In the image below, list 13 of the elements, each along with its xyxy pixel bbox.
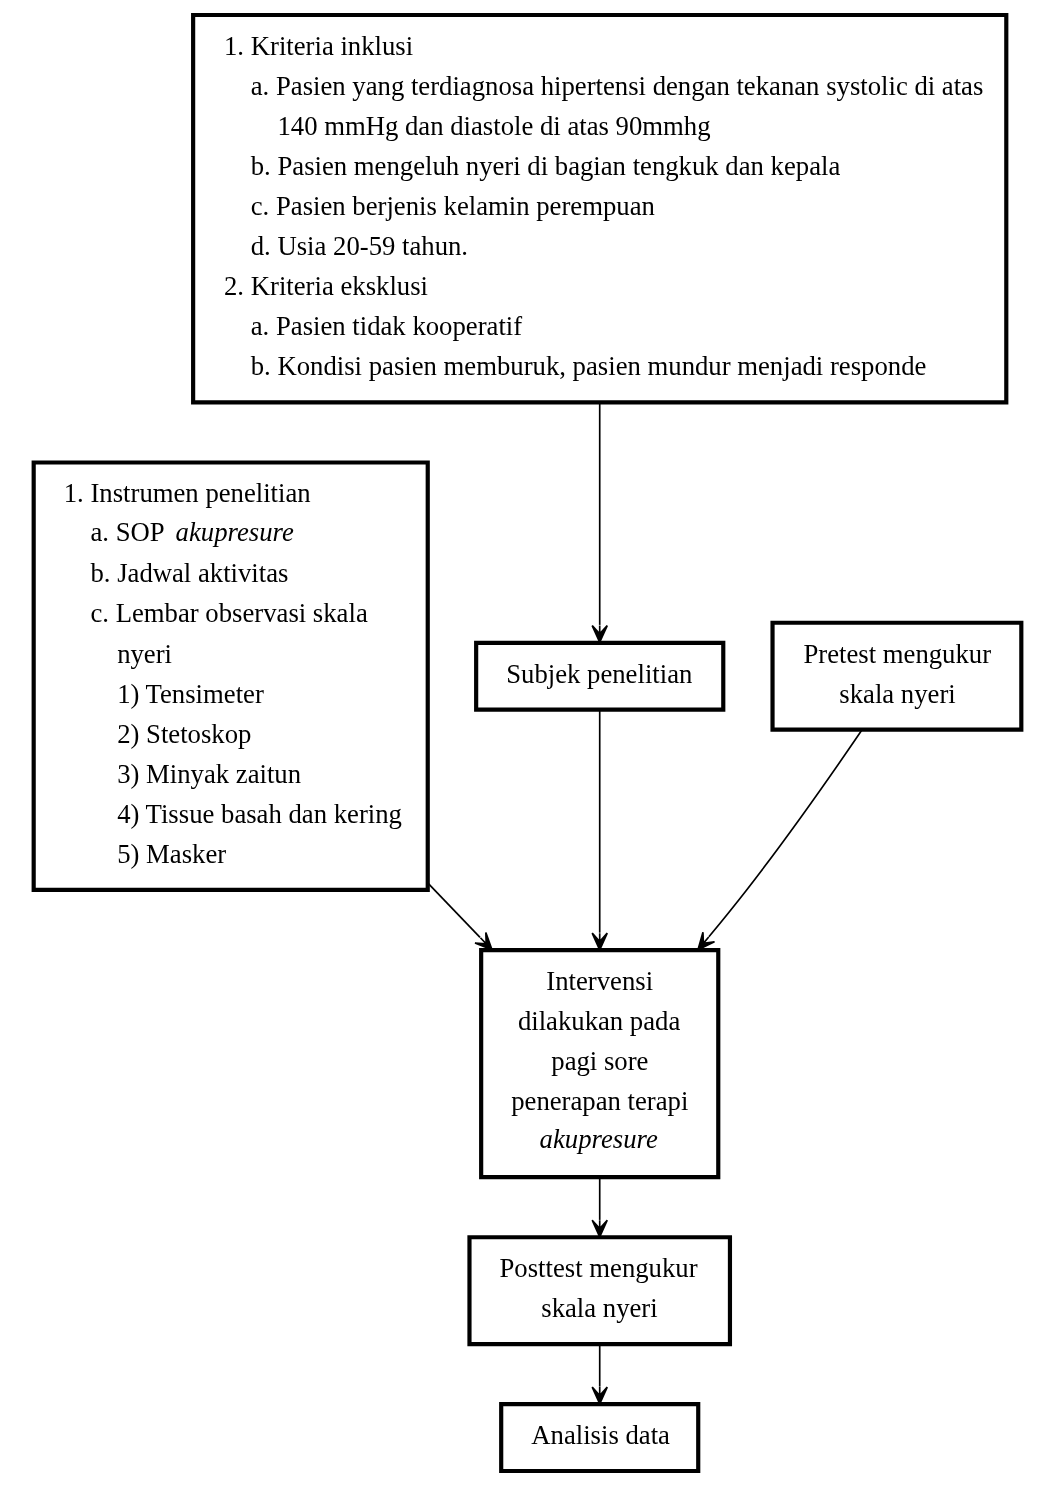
arrow — [427, 882, 493, 951]
node-box: 1. Kriteria inklusi a. Pasien yang terdiagnosa hipertensi dengan tekanan systolic di atas 140 mmHg dan diastole di atas 90mmhg b. Pasien mengeluh nyeri di bagian tengkuk dan kepala c. Pasien berjenis kelamin perempuan d. Usia 20-59 tahun. 2. Kriteria eksklusi a. Pasien tidak kooperatif b. Kondisi pasien memburuk, pasien mundur menjadi responde — [191, 12, 1009, 405]
node-box: Pretest mengukur skala nyeri — [770, 620, 1024, 732]
arrow — [591, 709, 609, 951]
arrow — [591, 1343, 609, 1405]
arrow — [697, 728, 863, 951]
node-box: Subjek penelitian — [474, 640, 726, 712]
node-box: Intervensi dilakukan pada pagi sore penerapan terapi akupresure — [479, 947, 721, 1180]
node-box: Analisis data — [499, 1402, 701, 1474]
arrow — [591, 1176, 609, 1238]
node-box: Posttest mengukur skala nyeri — [467, 1235, 733, 1347]
arrow — [591, 401, 609, 644]
node-box: 1. Instrumen penelitian a. SOP akupresure b. Jadwal aktivitas c. Lembar observasi skala nyeri 1) Tensimeter 2) Stetoskop 3) Minyak zaitun 4) Tissue basah dan kering 5) Masker — [31, 460, 430, 893]
